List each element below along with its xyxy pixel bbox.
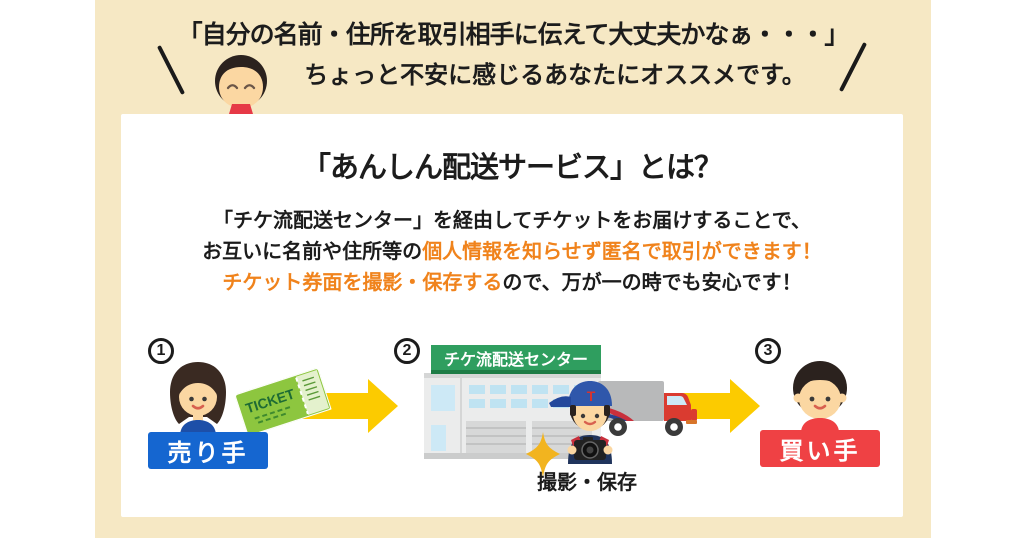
buyer-avatar bbox=[793, 361, 847, 433]
seller-avatar bbox=[170, 362, 226, 436]
step-3-number: 3 bbox=[755, 338, 781, 364]
center-sign: チケ流配送センター bbox=[431, 345, 601, 374]
info-card: 「あんしん配送サービス」とは？ 「チケ流配送センター」を経由してチケットをお届け… bbox=[121, 114, 903, 517]
sparkle-icon bbox=[526, 432, 560, 478]
arrow-right-icon-2 bbox=[661, 379, 760, 433]
desc-line-2-orange: 個人情報を知らせず匿名で取引ができます！ bbox=[422, 241, 822, 263]
card-title: 「あんしん配送サービス」とは？ bbox=[301, 152, 723, 184]
desc-line-3: チケット券面を撮影・保存するので、万が一の時でも安心です！ bbox=[121, 268, 903, 299]
desc-line-3-black: ので、万が一の時でも安心です！ bbox=[502, 272, 802, 294]
desc-line-1-text: 「チケ流配送センター」を経由してチケットをお届けすることで、 bbox=[213, 210, 811, 232]
seller-label: 売り手 bbox=[148, 432, 268, 469]
ticket-icon: TICKET bbox=[234, 367, 332, 437]
desc-line-3-orange: チケット券面を撮影・保存する bbox=[222, 272, 503, 294]
desc-line-2-black: お互いに名前や住所等の bbox=[202, 241, 423, 263]
step-1-number: 1 bbox=[148, 338, 174, 364]
header-line-1: 「自分の名前・住所を取引相手に伝えて大丈夫かなぁ・・・」 bbox=[177, 21, 850, 49]
capture-caption: 撮影・保存 bbox=[537, 472, 637, 494]
desc-line-2: お互いに名前や住所等の個人情報を知らせず匿名で取引ができます！ bbox=[121, 237, 903, 268]
worried-person-icon bbox=[215, 55, 267, 114]
courier-cap-letter: T bbox=[587, 388, 596, 404]
step-2-number: 2 bbox=[394, 338, 420, 364]
card-description: 「チケ流配送センター」を経由してチケットをお届けすることで、 お互いに名前や住所… bbox=[121, 206, 903, 299]
desc-line-1: 「チケ流配送センター」を経由してチケットをお届けすることで、 bbox=[121, 206, 903, 237]
courier-icon: T bbox=[549, 381, 613, 464]
header-line-2: ちょっと不安に感じるあなたにオススメです。 bbox=[304, 62, 806, 89]
buyer-label: 買い手 bbox=[760, 430, 880, 467]
